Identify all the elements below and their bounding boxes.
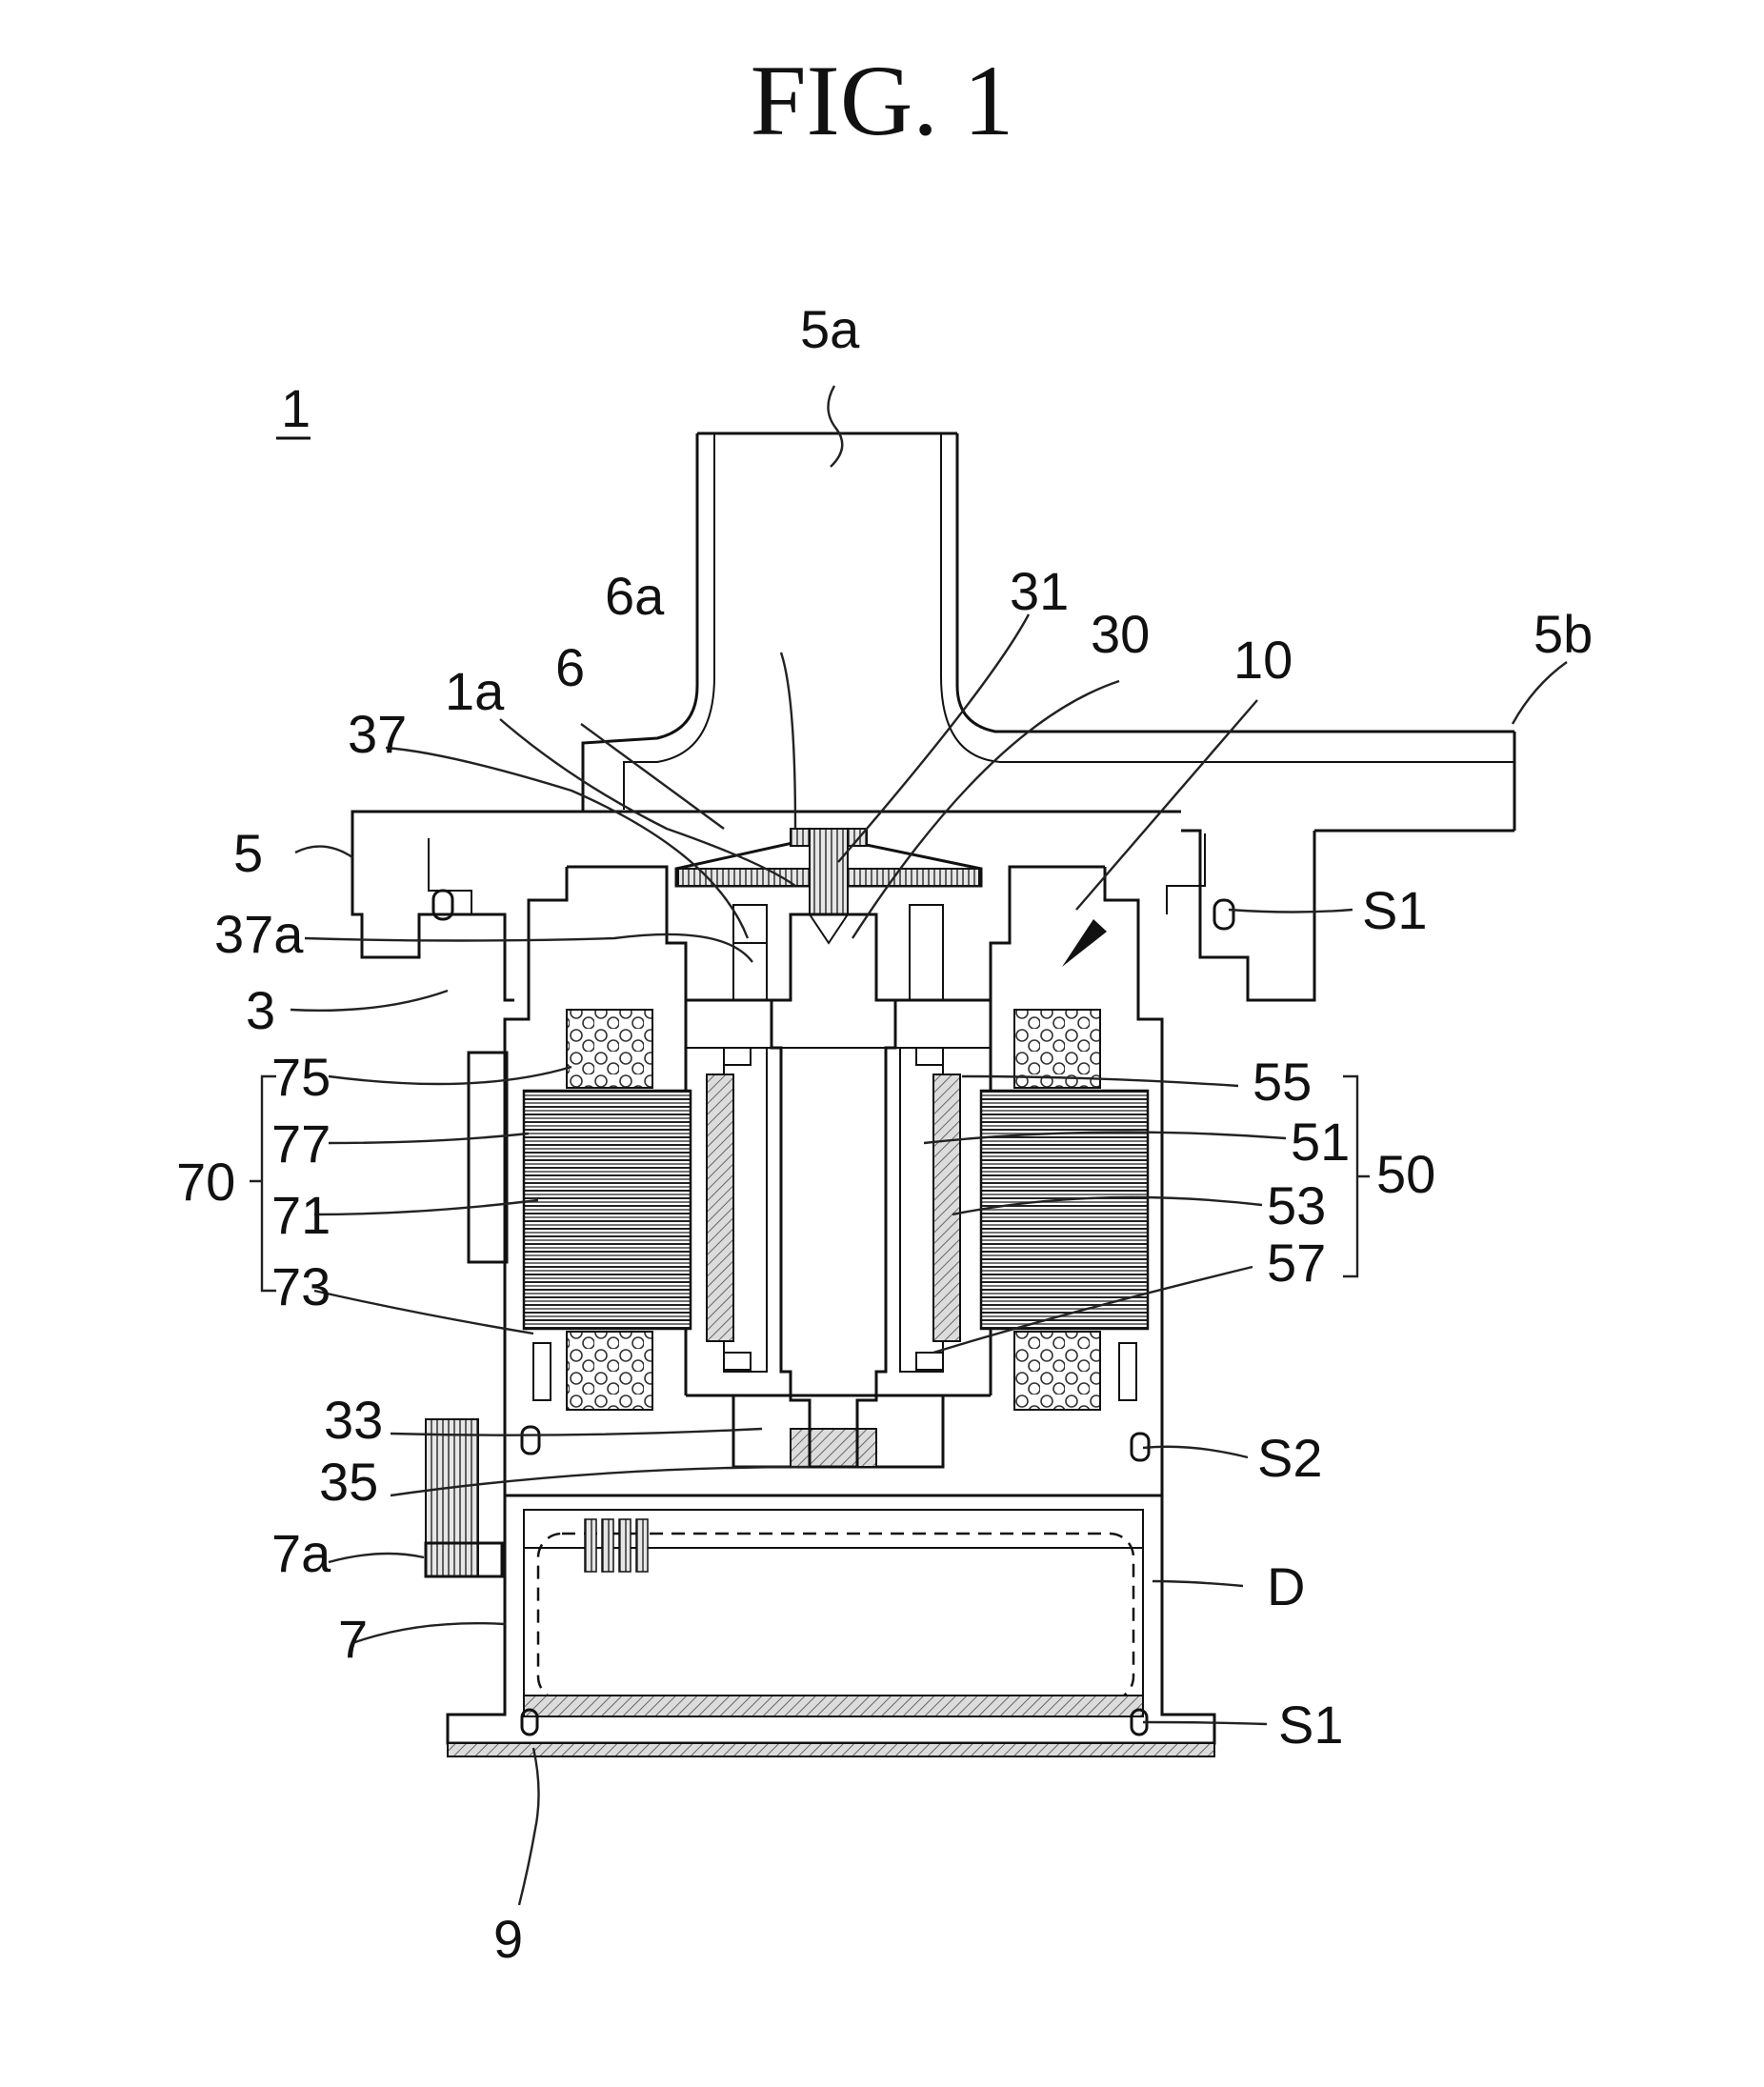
label-S1-top: S1 (1362, 880, 1428, 940)
reference-labels: 1 5a 5b 6a 31 30 10 1a 6 37 5 37a 3 75 7… (176, 299, 1593, 1969)
label-5a: 5a (800, 299, 860, 359)
label-9: 9 (493, 1909, 523, 1969)
lower-case-7 (424, 1418, 1216, 1757)
label-37a: 37a (214, 904, 304, 964)
label-1: 1 (281, 378, 311, 438)
label-S1-bottom: S1 (1278, 1695, 1344, 1755)
figure-title: FIG. 1 (750, 45, 1014, 156)
label-D: D (1267, 1556, 1305, 1616)
label-51: 51 (1291, 1112, 1350, 1172)
upper-cover-5 (351, 431, 1516, 1002)
label-S2: S2 (1257, 1428, 1323, 1488)
brace-50 (1343, 1074, 1370, 1278)
label-7a: 7a (271, 1523, 331, 1583)
label-77: 77 (271, 1114, 331, 1174)
stator-70 (467, 1009, 1150, 1411)
label-57: 57 (1267, 1233, 1326, 1293)
label-73: 73 (271, 1256, 331, 1316)
label-1a: 1a (445, 661, 505, 721)
label-33: 33 (324, 1390, 383, 1450)
label-3: 3 (246, 980, 275, 1040)
label-35: 35 (319, 1452, 378, 1512)
leader-lines (290, 385, 1568, 1906)
label-10: 10 (1233, 630, 1293, 690)
label-53: 53 (1267, 1175, 1326, 1235)
impeller-6 (674, 828, 983, 945)
label-5b: 5b (1533, 604, 1593, 664)
label-31: 31 (1010, 561, 1069, 621)
label-6: 6 (555, 637, 585, 697)
label-50: 50 (1376, 1144, 1435, 1204)
label-55: 55 (1253, 1052, 1312, 1112)
label-71: 71 (271, 1185, 331, 1245)
arrow-10-icon (1062, 919, 1107, 967)
label-5: 5 (233, 823, 263, 883)
label-30: 30 (1091, 604, 1150, 664)
brace-70 (250, 1074, 276, 1293)
label-6a: 6a (605, 566, 665, 626)
label-75: 75 (271, 1047, 331, 1107)
label-70: 70 (176, 1152, 235, 1212)
label-37: 37 (348, 704, 407, 764)
label-7: 7 (338, 1609, 368, 1669)
rotor-50 (706, 1047, 961, 1373)
